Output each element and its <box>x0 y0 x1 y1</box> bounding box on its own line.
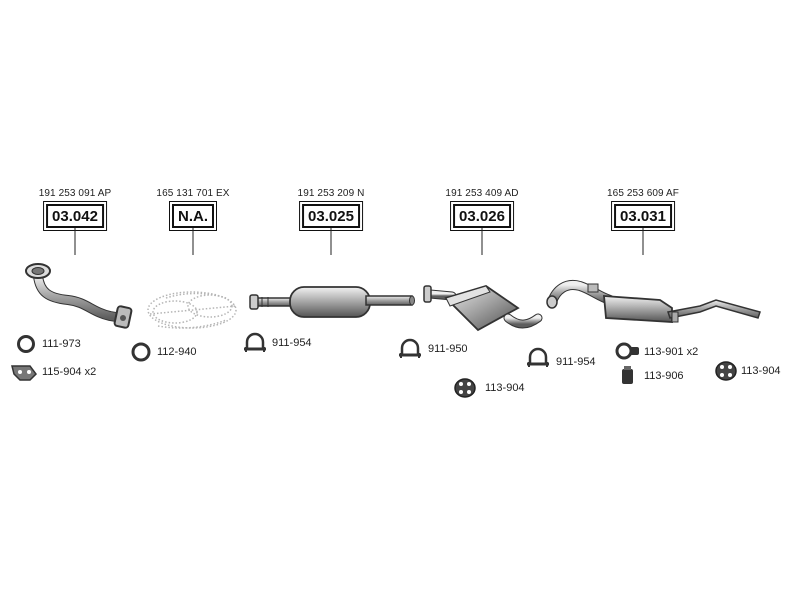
rubber-mount-icon <box>715 361 737 381</box>
u-clamp-icon <box>399 338 421 358</box>
u-clamp-icon <box>527 347 549 367</box>
center-silencer-code-box[interactable]: 03.026 <box>450 201 514 231</box>
rear-silencer-part <box>546 280 761 323</box>
center-silencer-part <box>423 285 543 332</box>
front-pipe-code-box[interactable]: 03.042 <box>43 201 107 231</box>
accessory-label[interactable]: 113-906 <box>644 370 684 382</box>
accessory-label[interactable]: 113-904 <box>741 365 781 377</box>
rear-silencer-ref-number: 165 253 609 AF <box>606 188 680 199</box>
rear-silencer-leader-line <box>642 228 644 255</box>
accessory-label[interactable]: 111-973 <box>42 338 81 350</box>
accessory-label[interactable]: 112-940 <box>157 346 197 358</box>
rear-silencer-code-box[interactable]: 03.031 <box>611 201 675 231</box>
gasket-ring-icon <box>17 335 35 353</box>
rubber-mount-icon <box>454 378 476 398</box>
middle-silencer-part <box>249 286 415 318</box>
accessory-label[interactable]: 911-954 <box>272 337 312 349</box>
u-clamp-icon <box>244 332 266 352</box>
middle-silencer-ref-number: 191 253 209 N <box>297 188 365 199</box>
accessory-label[interactable]: 911-950 <box>428 343 468 355</box>
center-silencer-ref-number: 191 253 409 AD <box>445 188 519 199</box>
clamp-bracket-icon <box>11 365 37 381</box>
front-pipe-leader-line <box>74 228 76 255</box>
front-pipe-part <box>25 263 133 329</box>
accessory-label[interactable]: 115-904 x2 <box>42 366 97 378</box>
accessory-label[interactable]: 113-901 x2 <box>644 346 699 358</box>
accessory-label[interactable]: 911-954 <box>556 356 596 368</box>
catalyst-code-box[interactable]: N.A. <box>169 201 217 231</box>
center-silencer-leader-line <box>481 228 483 255</box>
gasket-ring-icon <box>131 342 151 362</box>
accessory-label[interactable]: 113-904 <box>485 382 525 394</box>
middle-silencer-code-box[interactable]: 03.025 <box>299 201 363 231</box>
catalyst-leader-line <box>192 228 194 255</box>
middle-silencer-leader-line <box>330 228 332 255</box>
catalyst-part <box>147 291 237 329</box>
catalyst-ref-number: 165 131 701 EX <box>156 188 230 199</box>
front-pipe-ref-number: 191 253 091 AP <box>38 188 112 199</box>
rubber-block-icon <box>622 366 633 384</box>
hanger-ring-icon <box>615 342 639 360</box>
